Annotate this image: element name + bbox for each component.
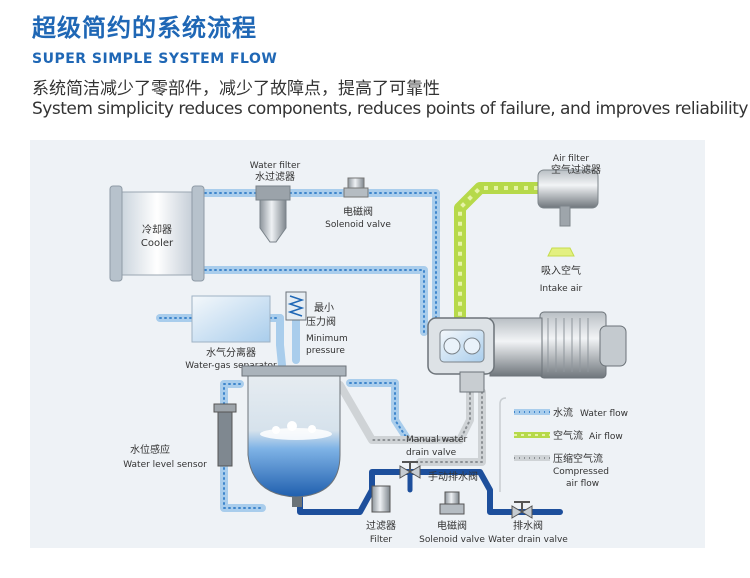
legend-compressed-en-2: air flow <box>566 479 599 489</box>
air-filter-label-cn: 空气过滤器 <box>551 163 601 176</box>
drain-pipe <box>297 469 563 515</box>
cooler: 冷却器 Cooler <box>109 185 205 282</box>
min-pressure-label-en-2: pressure <box>306 346 345 356</box>
page-title: 超级简约的系统流程 <box>32 14 257 42</box>
min-pressure-label-cn-2: 压力阀 <box>306 315 336 328</box>
legend-water-cn: 水流 <box>553 406 573 419</box>
drain-valve-label-cn: 排水阀 <box>513 519 543 532</box>
page-title-english: SUPER SIMPLE SYSTEM FLOW <box>32 51 278 67</box>
compressor-and-motor <box>427 311 627 393</box>
water-filter-label-cn: 水过滤器 <box>255 170 295 183</box>
filter-label-en: Filter <box>370 535 393 545</box>
legend-air-cn: 空气流 <box>553 429 583 442</box>
drain-valve-label-en: Water drain valve <box>488 535 568 545</box>
solenoid-bottom-label-cn: 电磁阀 <box>437 519 467 532</box>
intake-label-cn: 吸入空气 <box>541 264 581 277</box>
min-pressure-label-en-1: Minimum <box>306 334 348 344</box>
legend: 水流 Water flow 空气流 Air flow 压缩空气流 Compres… <box>499 397 628 492</box>
minimum-pressure-valve: 最小 压力阀 Minimum pressure <box>285 291 348 356</box>
water-drain-valve: 排水阀 Water drain valve <box>488 501 568 545</box>
solenoid-valve-top: 电磁阀 Solenoid valve <box>325 177 391 230</box>
level-sensor-label-en: Water level sensor <box>123 460 207 470</box>
legend-air-flow: 空气流 Air flow <box>514 429 623 442</box>
air-filter: Air filter 空气过滤器 <box>537 154 601 227</box>
air-filter-label-en: Air filter <box>553 154 589 164</box>
bottom-filter: 过滤器 Filter <box>366 485 396 545</box>
manual-drain-valve: Manual water drain valve 手动排水阀 <box>399 435 478 483</box>
separator-label-en: Water-gas separator <box>185 361 277 371</box>
intake-label-en: Intake air <box>540 284 583 294</box>
legend-water-en: Water flow <box>580 409 628 419</box>
filter-label-cn: 过滤器 <box>366 519 396 532</box>
legend-compressed-en-1: Compressed <box>553 467 609 477</box>
page-subtitle-english: System simplicity reduces components, re… <box>32 99 748 119</box>
legend-compressed-cn: 压缩空气流 <box>553 452 603 465</box>
solenoid-valve-bottom: 电磁阀 Solenoid valve <box>419 491 485 545</box>
separator-label-cn: 水气分离器 <box>206 346 256 359</box>
air-flow-pipe <box>454 182 538 318</box>
level-sensor-label-cn: 水位感应 <box>130 443 170 456</box>
water-filter: Water filter 水过滤器 <box>250 161 301 243</box>
compressed-air-pipes <box>336 364 486 466</box>
solenoid-top-label-cn: 电磁阀 <box>343 205 373 218</box>
cooler-label-en: Cooler <box>141 238 174 249</box>
min-pressure-label-cn-1: 最小 <box>314 302 334 314</box>
water-tank <box>241 365 347 507</box>
solenoid-bottom-label-en: Solenoid valve <box>419 535 485 545</box>
solenoid-top-label-en: Solenoid valve <box>325 220 391 230</box>
manual-drain-label-en-1: Manual water <box>406 435 468 445</box>
intake-air-indicator: 吸入空气 Intake air <box>540 247 583 294</box>
legend-water-flow: 水流 Water flow <box>514 406 628 419</box>
manual-drain-label-cn: 手动排水阀 <box>428 470 478 483</box>
manual-drain-label-en-2: drain valve <box>406 448 457 458</box>
legend-compressed-air-flow: 压缩空气流 Compressed air flow <box>514 452 609 489</box>
legend-air-en: Air flow <box>589 432 623 442</box>
cooler-label-cn: 冷却器 <box>142 223 172 236</box>
water-level-sensor: 水位感应 Water level sensor <box>123 403 237 470</box>
water-filter-label-en: Water filter <box>250 161 301 171</box>
page-subtitle: 系统简洁减少了零部件，减少了故障点，提高了可靠性 <box>32 79 440 99</box>
water-gas-separator: 水气分离器 Water-gas separator <box>185 295 277 371</box>
